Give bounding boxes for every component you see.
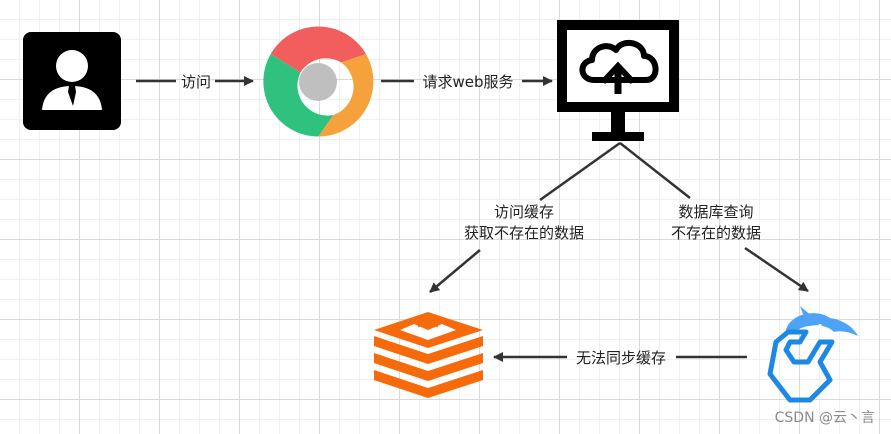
edge-server-to-mysql: 数据库查询 不存在的数据	[619, 142, 809, 293]
edge-user-to-browser: 访问	[136, 73, 254, 91]
watermark: CSDN @云丶言	[775, 410, 875, 426]
edge-label-visit: 访问	[181, 73, 211, 91]
cloud-server-icon[interactable]	[557, 20, 679, 141]
edge-label-missing-data: 不存在的数据	[671, 224, 761, 242]
edge-label-request-web: 请求web服务	[422, 73, 513, 91]
mysql-dolphin-icon[interactable]	[767, 306, 858, 403]
edge-browser-to-server: 请求web服务	[381, 73, 553, 91]
edge-label-cannot-sync-cache: 无法同步缓存	[576, 349, 666, 367]
chrome-browser-icon[interactable]	[263, 26, 374, 137]
edge-label-db-query: 数据库查询	[678, 203, 753, 221]
edge-label-visit-cache: 访问缓存	[494, 203, 554, 221]
edge-mysql-to-redis: 无法同步缓存	[493, 349, 747, 367]
redis-icon[interactable]	[374, 312, 483, 398]
user-icon[interactable]	[23, 32, 121, 130]
edge-server-to-redis: 访问缓存 获取不存在的数据	[429, 141, 621, 293]
edge-label-get-missing-data: 获取不存在的数据	[464, 224, 584, 242]
